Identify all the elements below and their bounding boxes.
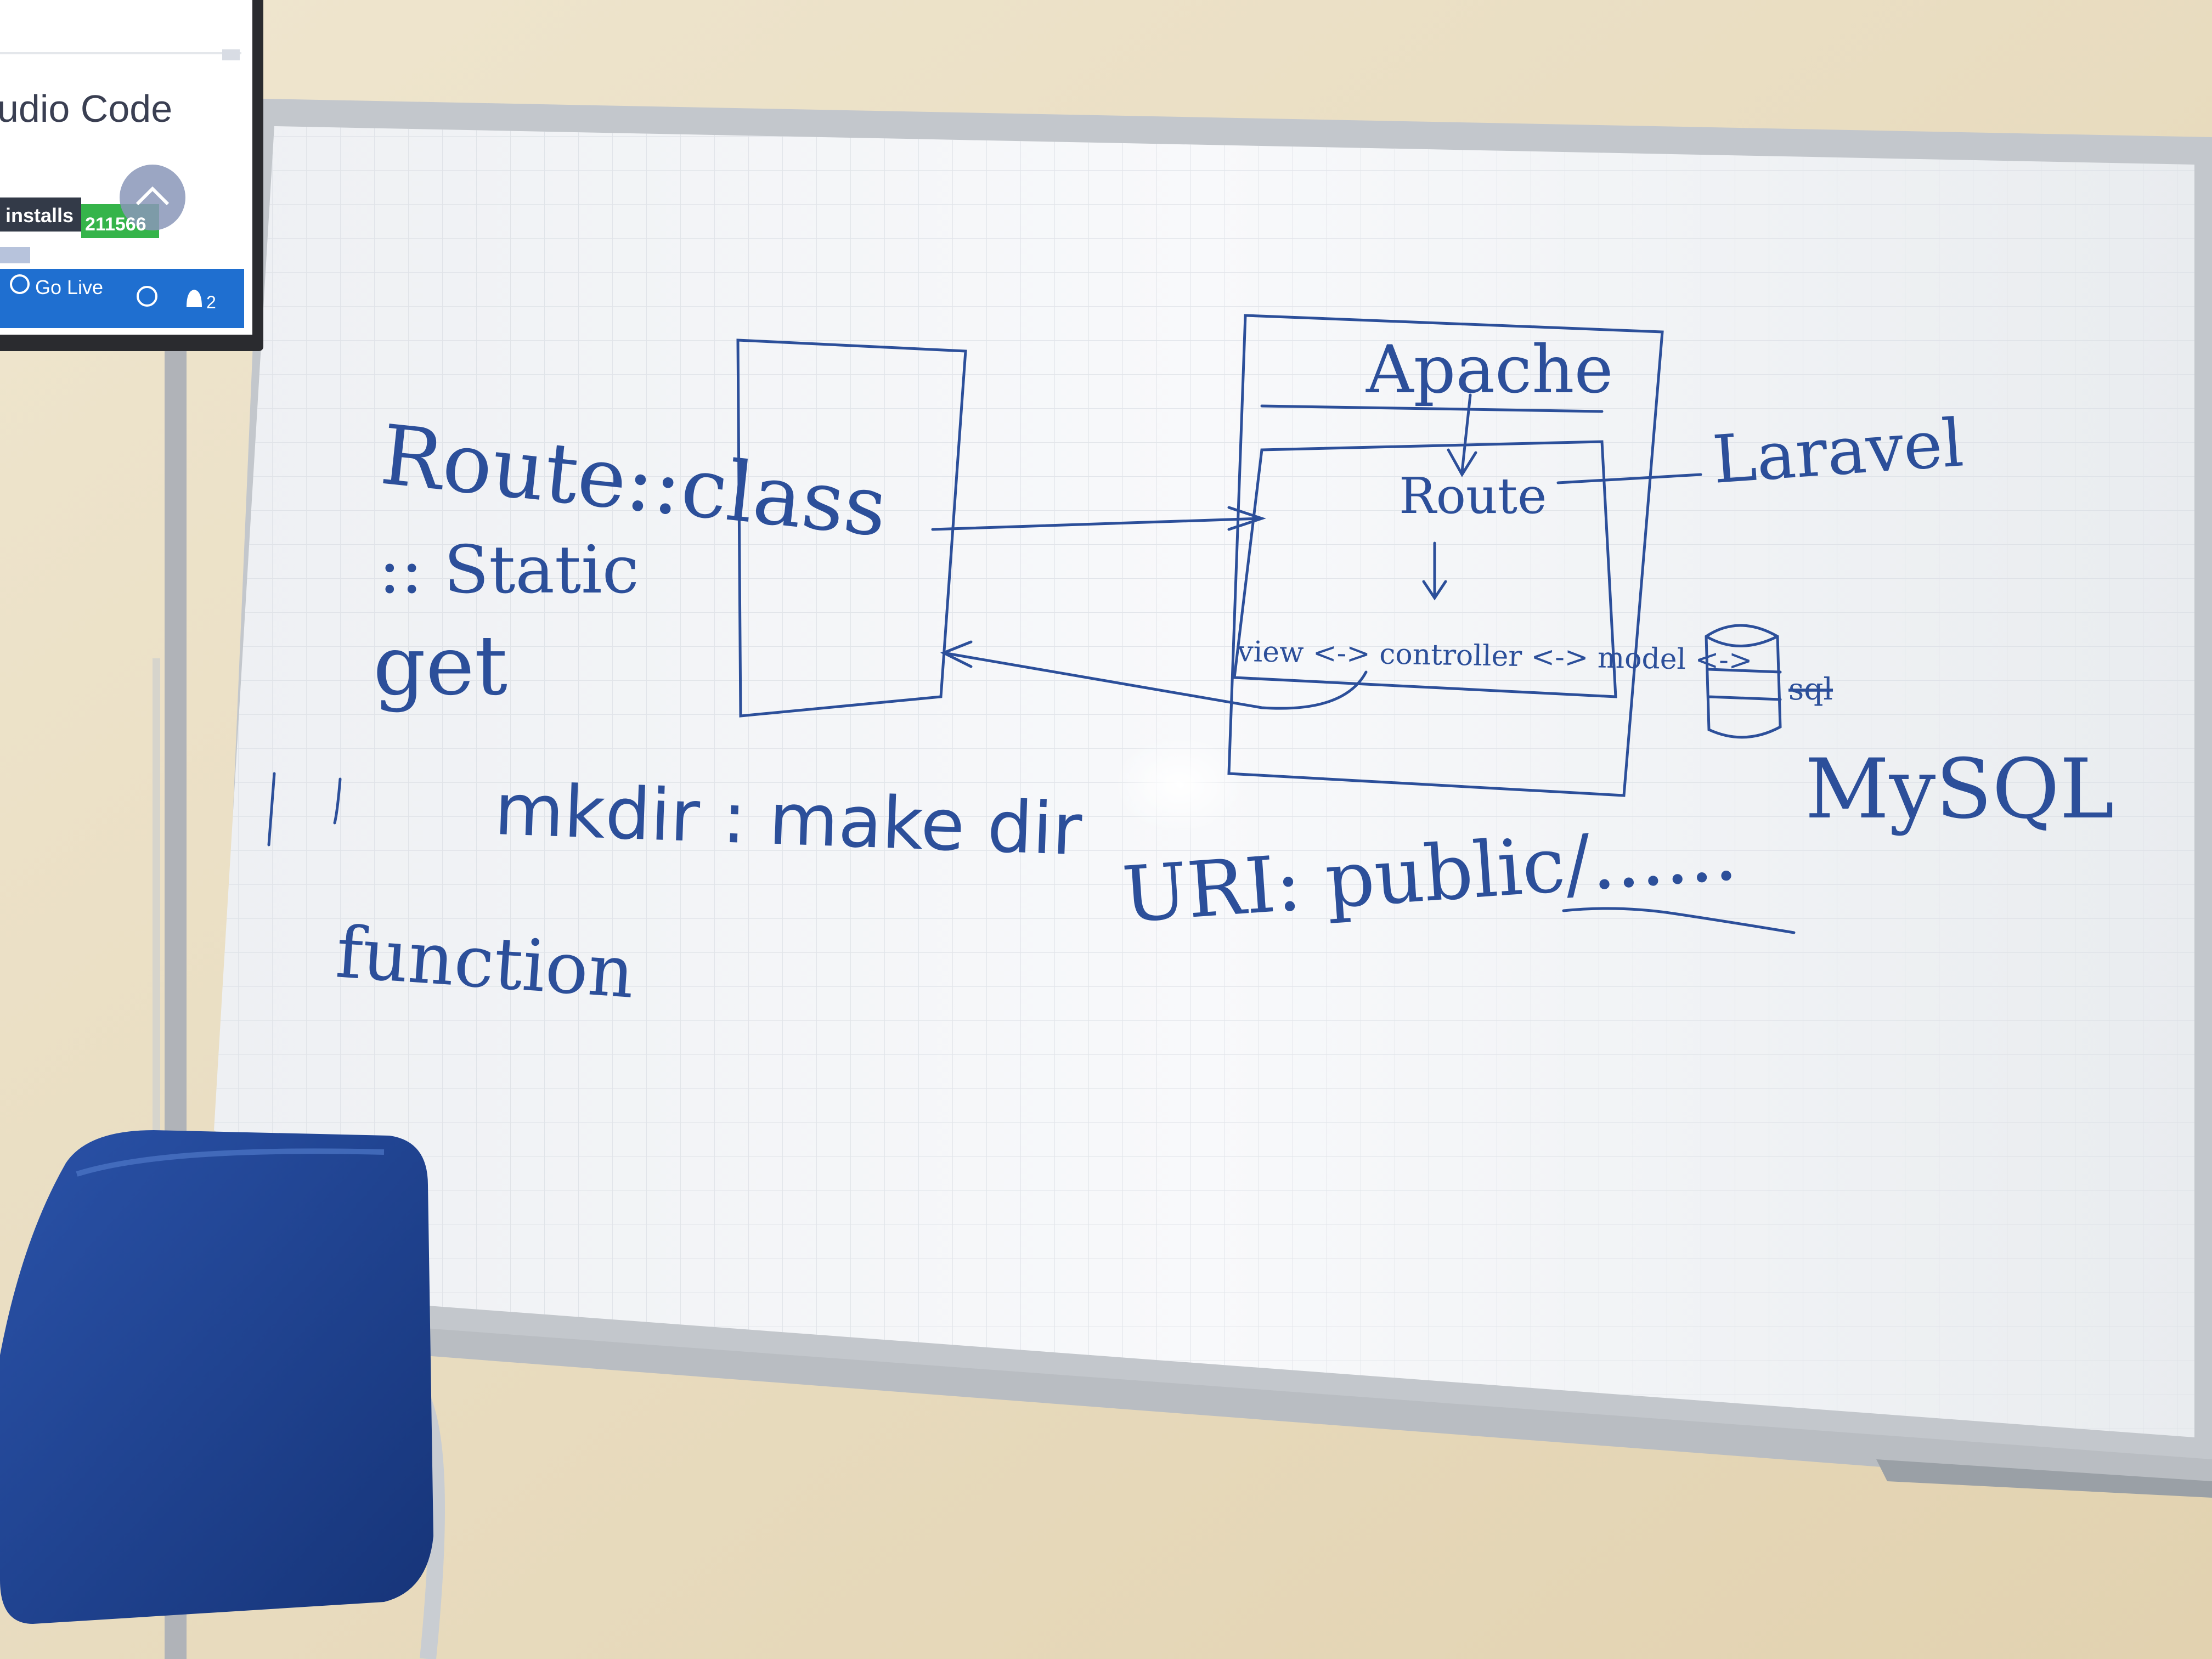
apache-underline (1260, 404, 1604, 413)
chair (0, 1130, 445, 1659)
status-bar (0, 269, 244, 328)
installs-label: installs (5, 204, 74, 227)
chair-highlight (76, 1148, 385, 1177)
light-glare (1114, 735, 1245, 834)
arrow-route-controller (1422, 541, 1447, 601)
left-box (736, 338, 967, 718)
broadcast-icon (10, 274, 30, 294)
sql-struck-text: sql (1788, 672, 1833, 707)
screen-small-bar (0, 247, 30, 263)
whiteboard-drawing (267, 314, 1796, 934)
apache-text: Apache (1365, 332, 1613, 408)
notifications-count[interactable]: 2 (206, 292, 216, 312)
go-live-button[interactable]: Go Live (35, 276, 103, 298)
marker-tray (417, 1328, 2212, 1492)
installs-label-bg (0, 198, 81, 232)
screen-divider (0, 52, 241, 54)
mkdir-text: mkdir : make dir (493, 768, 1084, 871)
arrow-back (940, 640, 1368, 710)
chevron-up-button[interactable] (120, 165, 185, 230)
uri-underline (1562, 907, 1796, 934)
function-text: function (334, 910, 637, 1014)
arrow-to-laravel (931, 506, 1266, 531)
screen-scroll-tab (222, 49, 240, 60)
function-bracket (267, 772, 342, 847)
laravel-text: Laravel (1710, 405, 1966, 499)
laravel-connector (1556, 473, 1702, 484)
apache-box (1227, 314, 1664, 797)
laravel-box (1233, 440, 1617, 698)
marker-tray-edge (1876, 1459, 2212, 1498)
db-cylinder (1705, 624, 1782, 739)
code-title-text: udio Code (0, 87, 172, 130)
bell-icon (187, 290, 202, 307)
chair-back (0, 1130, 433, 1624)
route-text: Route (1399, 467, 1547, 525)
chevron-up-icon (136, 186, 170, 206)
smiley-icon (137, 286, 157, 307)
arrow-apache-route (1447, 393, 1477, 477)
monitor (0, 0, 263, 351)
static-text: :: Static (379, 532, 639, 608)
get-text: get (373, 618, 507, 714)
mysql-text: MySQL (1805, 742, 2114, 837)
installs-count: 211566 (85, 214, 146, 235)
